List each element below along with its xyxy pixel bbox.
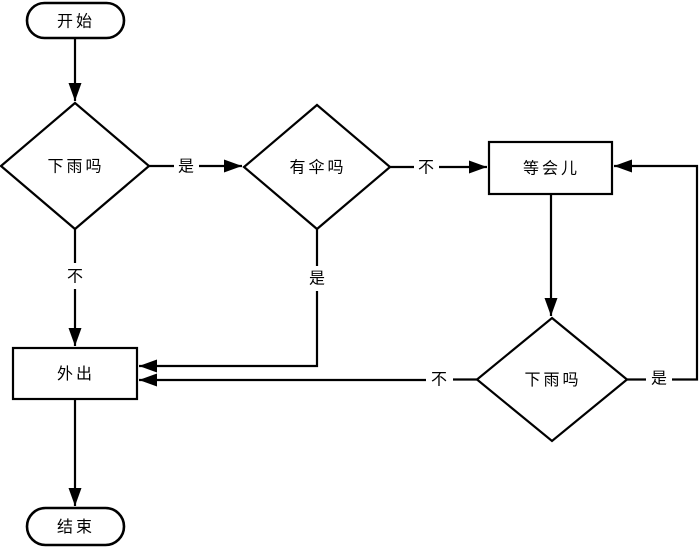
edge-line [614, 159, 699, 381]
edge-umbrella-to-goout [139, 229, 319, 373]
node-rain-check-2: 下雨吗 [475, 316, 629, 443]
edge-rain2-to-goout [139, 373, 477, 387]
edge-rain2-to-wait [614, 159, 699, 381]
node-umbrella-check: 有伞吗 [242, 103, 392, 231]
node-end: 结束 [25, 506, 126, 547]
decision-shape [0, 101, 151, 231]
process-shape [11, 346, 139, 401]
edge-label-yes: 是 [178, 157, 194, 176]
node-wait-label: 等会儿 [523, 159, 580, 178]
node-go-out: 外出 [11, 346, 139, 401]
decision-shape [475, 316, 629, 443]
node-rain-check-1-label: 下雨吗 [47, 157, 104, 176]
node-end-label: 结束 [57, 517, 95, 536]
decision-shape [242, 103, 392, 231]
node-wait: 等会儿 [487, 140, 614, 196]
node-go-out-label: 外出 [57, 364, 95, 383]
edge-label-yes: 是 [651, 369, 667, 388]
node-umbrella-check-label: 有伞吗 [289, 158, 346, 177]
terminator-shape [25, 506, 126, 547]
edge-label-no: 不 [67, 267, 83, 286]
edge-label-no: 不 [418, 158, 434, 177]
node-start: 开始 [25, 1, 126, 40]
node-start-label: 开始 [57, 12, 95, 31]
terminator-shape [25, 1, 126, 40]
node-rain-check-2-label: 下雨吗 [524, 370, 581, 389]
process-shape [487, 140, 614, 196]
node-rain-check-1: 下雨吗 [0, 101, 151, 231]
edge-label-no: 不 [431, 370, 447, 389]
edge-label-yes: 是 [309, 269, 325, 288]
edge-line [139, 291, 319, 373]
